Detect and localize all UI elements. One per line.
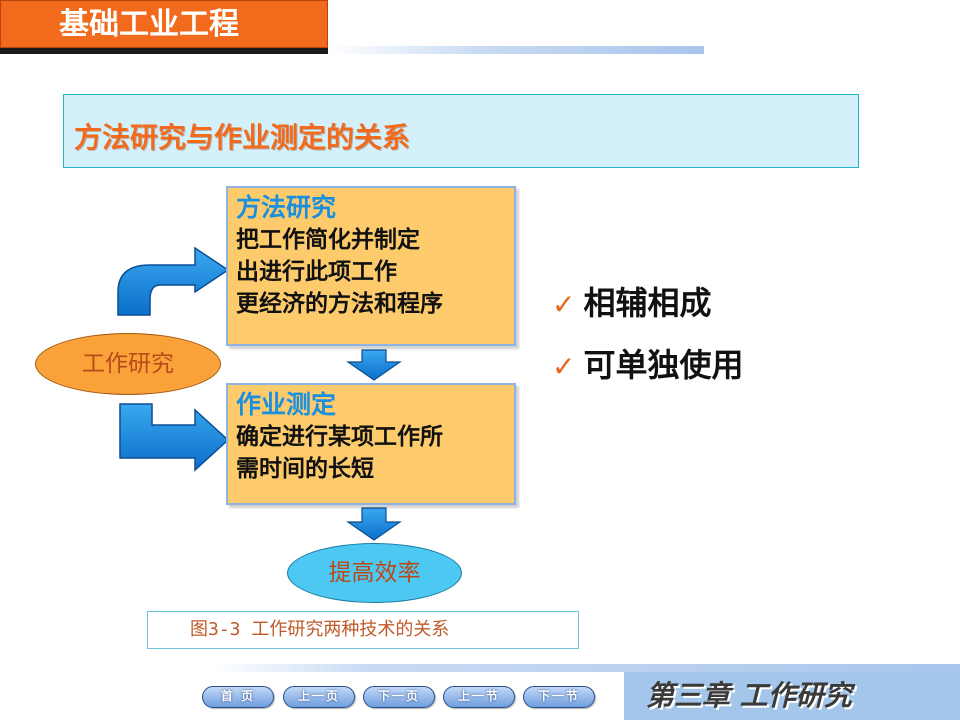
check-icon: ✓ bbox=[552, 350, 576, 383]
method-study-line: 出进行此项工作 bbox=[236, 259, 397, 285]
previous-page-button[interactable]: 上一页 bbox=[283, 686, 355, 708]
method-study-box: 方法研究 把工作简化并制定 出进行此项工作 更经济的方法和程序 bbox=[226, 186, 516, 346]
header-gradient-rule bbox=[328, 46, 704, 54]
next-page-button[interactable]: 下一页 bbox=[363, 686, 435, 708]
improve-efficiency-ellipse: 提高效率 bbox=[287, 543, 462, 603]
point-text: 可单独使用 bbox=[583, 346, 744, 384]
method-study-line: 把工作简化并制定 bbox=[236, 227, 420, 253]
work-measurement-box: 作业测定 确定进行某项工作所 需时间的长短 bbox=[226, 383, 516, 505]
figure-caption: 图3-3 工作研究两种技术的关系 bbox=[147, 611, 579, 649]
point-complementary: ✓相辅相成 bbox=[552, 278, 711, 324]
work-measurement-heading: 作业测定 bbox=[236, 390, 337, 419]
home-button[interactable]: 首 页 bbox=[202, 686, 274, 708]
method-study-line: 更经济的方法和程序 bbox=[236, 291, 443, 317]
arrow-method-to-measurement bbox=[346, 349, 402, 381]
point-text: 相辅相成 bbox=[583, 284, 712, 322]
footer-gradient-rule bbox=[216, 664, 960, 672]
arrow-to-outcome bbox=[346, 507, 402, 541]
arrow-to-work-measurement bbox=[119, 403, 230, 472]
previous-section-button[interactable]: 上一节 bbox=[443, 686, 515, 708]
method-study-heading: 方法研究 bbox=[236, 193, 337, 222]
section-title-bar bbox=[63, 94, 859, 168]
point-independent: ✓可单独使用 bbox=[552, 340, 743, 386]
work-measurement-line: 需时间的长短 bbox=[236, 456, 374, 482]
next-section-button[interactable]: 下一节 bbox=[523, 686, 595, 708]
arrow-to-method-study bbox=[117, 246, 230, 316]
header-divider bbox=[0, 48, 330, 54]
chapter-label: 第三章 工作研究 bbox=[624, 672, 960, 720]
work-measurement-line: 确定进行某项工作所 bbox=[236, 424, 443, 450]
course-title: 基础工业工程 bbox=[0, 0, 328, 48]
section-title: 方法研究与作业测定的关系 bbox=[74, 121, 411, 154]
check-icon: ✓ bbox=[552, 288, 576, 321]
work-study-ellipse: 工作研究 bbox=[35, 333, 221, 395]
